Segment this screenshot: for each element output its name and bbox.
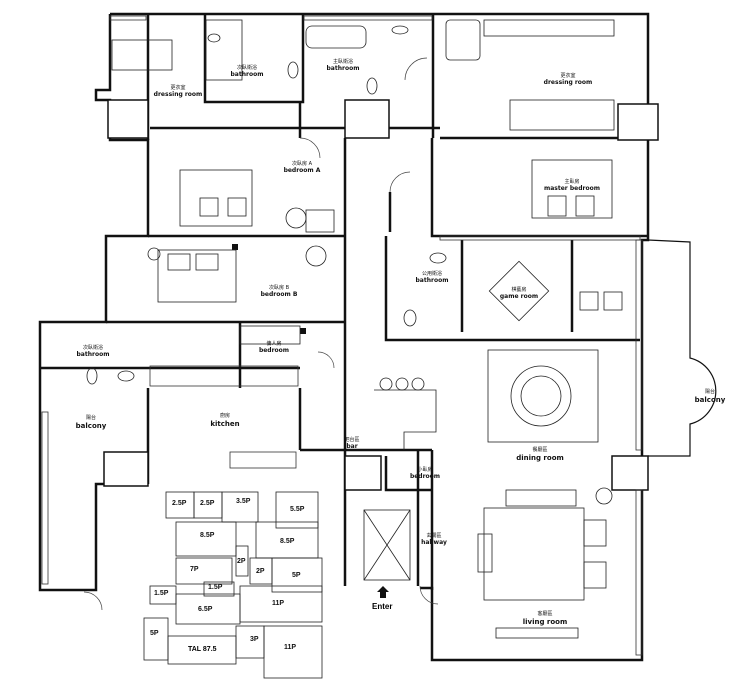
area-label: 2.5P bbox=[172, 500, 187, 507]
walls bbox=[38, 12, 650, 662]
area-blocks bbox=[143, 491, 323, 679]
area-label: 11P bbox=[272, 600, 285, 607]
area-label: 3P bbox=[250, 636, 259, 643]
area-label: 5P bbox=[150, 630, 159, 637]
area-label: 2.5P bbox=[200, 500, 215, 507]
area-label: 2P bbox=[237, 558, 246, 565]
entrance-arrow-icon bbox=[377, 586, 389, 598]
area-total-label: TAL 87.5 bbox=[188, 646, 217, 653]
area-label: 6.5P bbox=[198, 606, 213, 613]
balcony-outline-right bbox=[647, 239, 717, 457]
area-label: 11P bbox=[284, 644, 297, 651]
area-label: 5P bbox=[292, 572, 301, 579]
area-label: 8.5P bbox=[280, 538, 295, 545]
area-label: 5.5P bbox=[290, 506, 305, 513]
area-label: 3.5P bbox=[236, 498, 251, 505]
window-strips bbox=[41, 15, 643, 656]
door-swings bbox=[83, 57, 439, 611]
entrance-label: Enter bbox=[372, 602, 393, 611]
structural-columns bbox=[103, 99, 659, 491]
area-label: 1.5P bbox=[208, 584, 223, 591]
furniture bbox=[86, 19, 623, 639]
area-label: 7P bbox=[190, 566, 199, 573]
area-label: 2P bbox=[256, 568, 265, 575]
area-label: 8.5P bbox=[200, 532, 215, 539]
area-label: 1.5P bbox=[154, 590, 169, 597]
